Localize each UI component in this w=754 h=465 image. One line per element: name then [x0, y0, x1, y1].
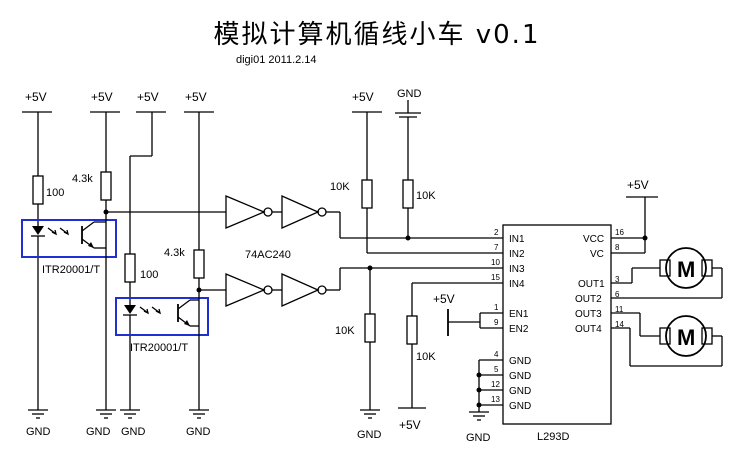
vcc-label-4: +5V — [185, 90, 207, 104]
pin-name-en2: EN2 — [509, 324, 529, 335]
sensor-box-2 — [115, 297, 209, 336]
gnd-label-5: GND — [357, 429, 382, 441]
resistor-100-1 — [32, 175, 44, 205]
pin-name-in1: IN1 — [509, 234, 525, 245]
pin-num-gnd13: 13 — [491, 395, 500, 404]
pin-num-out1: 3 — [615, 275, 620, 284]
pin-num-gnd4: 4 — [494, 350, 499, 359]
pin-num-gnd5: 5 — [494, 365, 499, 374]
resistor-4k3-1-label: 4.3k — [72, 173, 93, 185]
l293d-label: L293D — [537, 431, 569, 443]
pin-num-out2: 6 — [615, 290, 620, 299]
pin-name-gnd4: GND — [509, 356, 531, 367]
resistor-10k-3 — [364, 313, 376, 343]
pin-num-in1: 2 — [494, 228, 499, 237]
motor-2-icon: M — [659, 315, 713, 357]
resistor-10k-4-label: 10K — [416, 351, 436, 363]
inverter-row-2 — [225, 272, 340, 308]
pin-name-out3: OUT3 — [575, 309, 602, 320]
pin-name-gnd5: GND — [509, 371, 531, 382]
l293d-chip — [502, 224, 612, 425]
gnd-label-2: GND — [86, 426, 111, 438]
resistor-100-2 — [124, 253, 136, 283]
vcc-label-3: +5V — [137, 90, 159, 104]
gnd-icon-5 — [359, 409, 381, 419]
vcc-label-5: +5V — [352, 90, 374, 104]
pin-name-vc: VC — [590, 249, 604, 260]
pin-name-in4: IN4 — [509, 279, 525, 290]
inverter-label: 74AC240 — [245, 249, 291, 261]
pin-name-gnd13: GND — [509, 401, 531, 412]
sensor-label-2: ITR20001/T — [130, 342, 188, 354]
gnd-label-top: GND — [397, 88, 422, 100]
led-icon-2 — [124, 305, 136, 314]
gnd-label-1: GND — [26, 426, 51, 438]
resistor-10k-1 — [361, 179, 373, 209]
pin-num-vcc: 16 — [615, 228, 624, 237]
author-date: digi01 2011.2.14 — [236, 54, 317, 66]
vcc-label-2: +5V — [91, 90, 113, 104]
motor-1-label: M — [677, 257, 695, 282]
resistor-100-1-label: 100 — [46, 187, 64, 199]
schematic-title: 模拟计算机循线小车 v0.1 — [213, 20, 541, 50]
gnd-icon-2 — [95, 409, 117, 419]
pin-name-gnd12: GND — [509, 386, 531, 397]
gnd-label-3: GND — [121, 426, 146, 438]
pin-name-vcc: VCC — [583, 234, 604, 245]
resistor-10k-2-label: 10K — [416, 190, 436, 202]
pin-num-in4: 15 — [491, 273, 500, 282]
pin-name-en1: EN1 — [509, 309, 529, 320]
pin-num-en1: 1 — [494, 303, 499, 312]
pin-name-in2: IN2 — [509, 249, 525, 260]
resistor-10k-1-label: 10K — [330, 181, 350, 193]
pin-num-gnd12: 12 — [491, 380, 500, 389]
resistor-4k3-1 — [100, 171, 112, 201]
pin-num-in2: 7 — [494, 243, 499, 252]
gnd-icon-6 — [468, 411, 490, 421]
motor-1-icon: M — [659, 247, 713, 289]
pin-name-out4: OUT4 — [575, 324, 602, 335]
pin-num-out3: 11 — [615, 305, 624, 314]
inverter-row-1 — [225, 194, 340, 230]
pin-name-in3: IN3 — [509, 264, 525, 275]
resistor-4k3-2 — [193, 249, 205, 279]
vcc-label-en: +5V — [433, 292, 455, 306]
pin-name-out1: OUT1 — [578, 279, 605, 290]
gnd-icon-3 — [119, 409, 141, 419]
resistor-10k-4 — [406, 315, 418, 345]
gnd-icon-4 — [188, 409, 210, 419]
vcc-label-right: +5V — [627, 178, 649, 192]
pin-num-en2: 9 — [494, 318, 499, 327]
resistor-100-2-label: 100 — [140, 269, 158, 281]
motor-2-label: M — [677, 325, 695, 350]
resistor-10k-2 — [402, 179, 414, 209]
sensor-box-1 — [21, 219, 117, 258]
vcc-label-1: +5V — [25, 90, 47, 104]
pin-num-vc: 8 — [615, 243, 620, 252]
resistor-10k-3-label: 10K — [335, 325, 355, 337]
resistor-4k3-2-label: 4.3k — [164, 247, 185, 259]
led-icon — [32, 226, 44, 235]
pin-num-in3: 10 — [491, 258, 500, 267]
vcc-label-bottom: +5V — [399, 418, 421, 432]
pin-name-out2: OUT2 — [575, 294, 602, 305]
gnd-icon-1 — [27, 409, 49, 419]
gnd-label-4: GND — [186, 426, 211, 438]
gnd-label-6: GND — [466, 432, 491, 444]
pin-num-out4: 14 — [615, 320, 624, 329]
sensor-label-1: ITR20001/T — [42, 264, 100, 276]
